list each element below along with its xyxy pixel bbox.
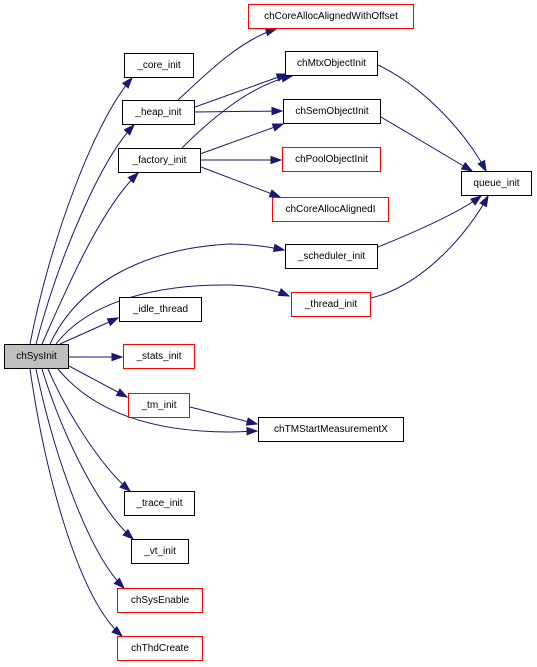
edge-chsysinit-to-factory-init	[41, 172, 139, 345]
edge-chsysinit-to-thread-init	[55, 284, 290, 345]
arrowhead	[123, 123, 136, 136]
arrowhead	[111, 352, 124, 362]
node-factory-init[interactable]: _factory_init	[118, 148, 201, 173]
edge-thread-init-to-queue-init	[370, 195, 489, 299]
arrowhead	[270, 155, 283, 165]
edge-chsysinit-to-core-init	[29, 77, 133, 345]
edge-chmtxobjectinit-to-queue-init	[377, 64, 487, 172]
arrowhead	[460, 161, 474, 172]
edge-heap-init-to-chmtxobjectinit	[194, 73, 288, 108]
edge-chsysinit-to-heap-init	[35, 124, 135, 345]
arrowhead	[115, 388, 129, 398]
node-thread-init[interactable]: _thread_init	[291, 292, 371, 317]
edge-chsysinit-to-scheduler-init	[49, 243, 285, 345]
edge-chsysinit-to-chthdcreate	[29, 368, 123, 637]
edge-chsemobjectinit-to-queue-init	[380, 116, 473, 172]
node-chpoolobjectinit[interactable]: chPoolObjectInit	[282, 147, 381, 172]
node-chsysenable[interactable]: chSysEnable	[117, 588, 203, 613]
arrowhead	[271, 123, 285, 132]
node-scheduler-init[interactable]: _scheduler_init	[285, 244, 378, 269]
edge-factory-init-to-chsemobjectinit	[199, 123, 284, 155]
node-heap-init[interactable]: _heap_init	[122, 100, 195, 125]
arrowhead	[127, 171, 140, 184]
arrowhead	[106, 317, 120, 327]
edge-chsysinit-to-chsysenable	[35, 368, 125, 589]
node-chtmstartmeasurementx[interactable]: chTMStartMeasurementX	[258, 417, 404, 442]
edge-chsysinit-to-vt-init	[41, 368, 134, 540]
arrowhead	[111, 625, 124, 637]
arrowhead	[277, 287, 291, 297]
node-stats-init[interactable]: _stats_init	[123, 344, 195, 369]
edge-tm-init-to-chtmstartmeasurementx	[189, 406, 258, 425]
edge-factory-init-to-chmtxobjectinit	[181, 75, 293, 149]
edge-heap-init-to-chcoreallocalignedwithoffset	[177, 28, 277, 101]
arrowhead	[264, 28, 278, 37]
edge-chsysinit-to-idle-thread	[59, 317, 119, 345]
node-idle-thread[interactable]: _idle_thread	[119, 297, 202, 322]
arrowhead	[271, 106, 284, 116]
arrowhead	[245, 417, 259, 426]
arrowhead	[272, 243, 286, 253]
node-chthdcreate[interactable]: chThdCreate	[117, 636, 203, 661]
node-chcoreallocalignedi[interactable]: chCoreAllocAlignedI	[272, 197, 389, 222]
arrowhead	[113, 577, 126, 590]
arrowhead	[119, 480, 132, 492]
arrowhead	[477, 159, 487, 173]
node-queue-init[interactable]: queue_init	[461, 171, 532, 196]
arrowhead	[479, 194, 489, 208]
arrowhead	[470, 195, 483, 206]
node-chsysinit[interactable]: chSysInit	[4, 344, 69, 369]
edge-layer	[29, 28, 489, 637]
node-core-init[interactable]: _core_init	[124, 53, 194, 78]
edge-heap-init-to-chsemobjectinit	[194, 110, 283, 113]
node-vt-init[interactable]: _vt_init	[131, 539, 189, 564]
node-trace-init[interactable]: _trace_init	[124, 491, 195, 516]
node-chmtxobjectinit[interactable]: chMtxObjectInit	[285, 51, 378, 76]
arrowhead	[122, 528, 135, 540]
node-chsemobjectinit[interactable]: chSemObjectInit	[283, 99, 381, 124]
edge-factory-init-to-chcoreallocalignedi	[200, 166, 281, 198]
edge-scheduler-init-to-queue-init	[377, 195, 482, 248]
edge-chsysinit-to-tm-init	[68, 365, 128, 398]
arrowhead	[246, 426, 259, 436]
node-chcoreallocalignedwithoffset[interactable]: chCoreAllocAlignedWithOffset	[248, 4, 414, 29]
arrowhead	[121, 76, 133, 89]
edge-chsysinit-to-trace-init	[47, 368, 131, 492]
node-tm-init[interactable]: _tm_init	[128, 393, 190, 418]
arrowhead	[268, 189, 282, 198]
